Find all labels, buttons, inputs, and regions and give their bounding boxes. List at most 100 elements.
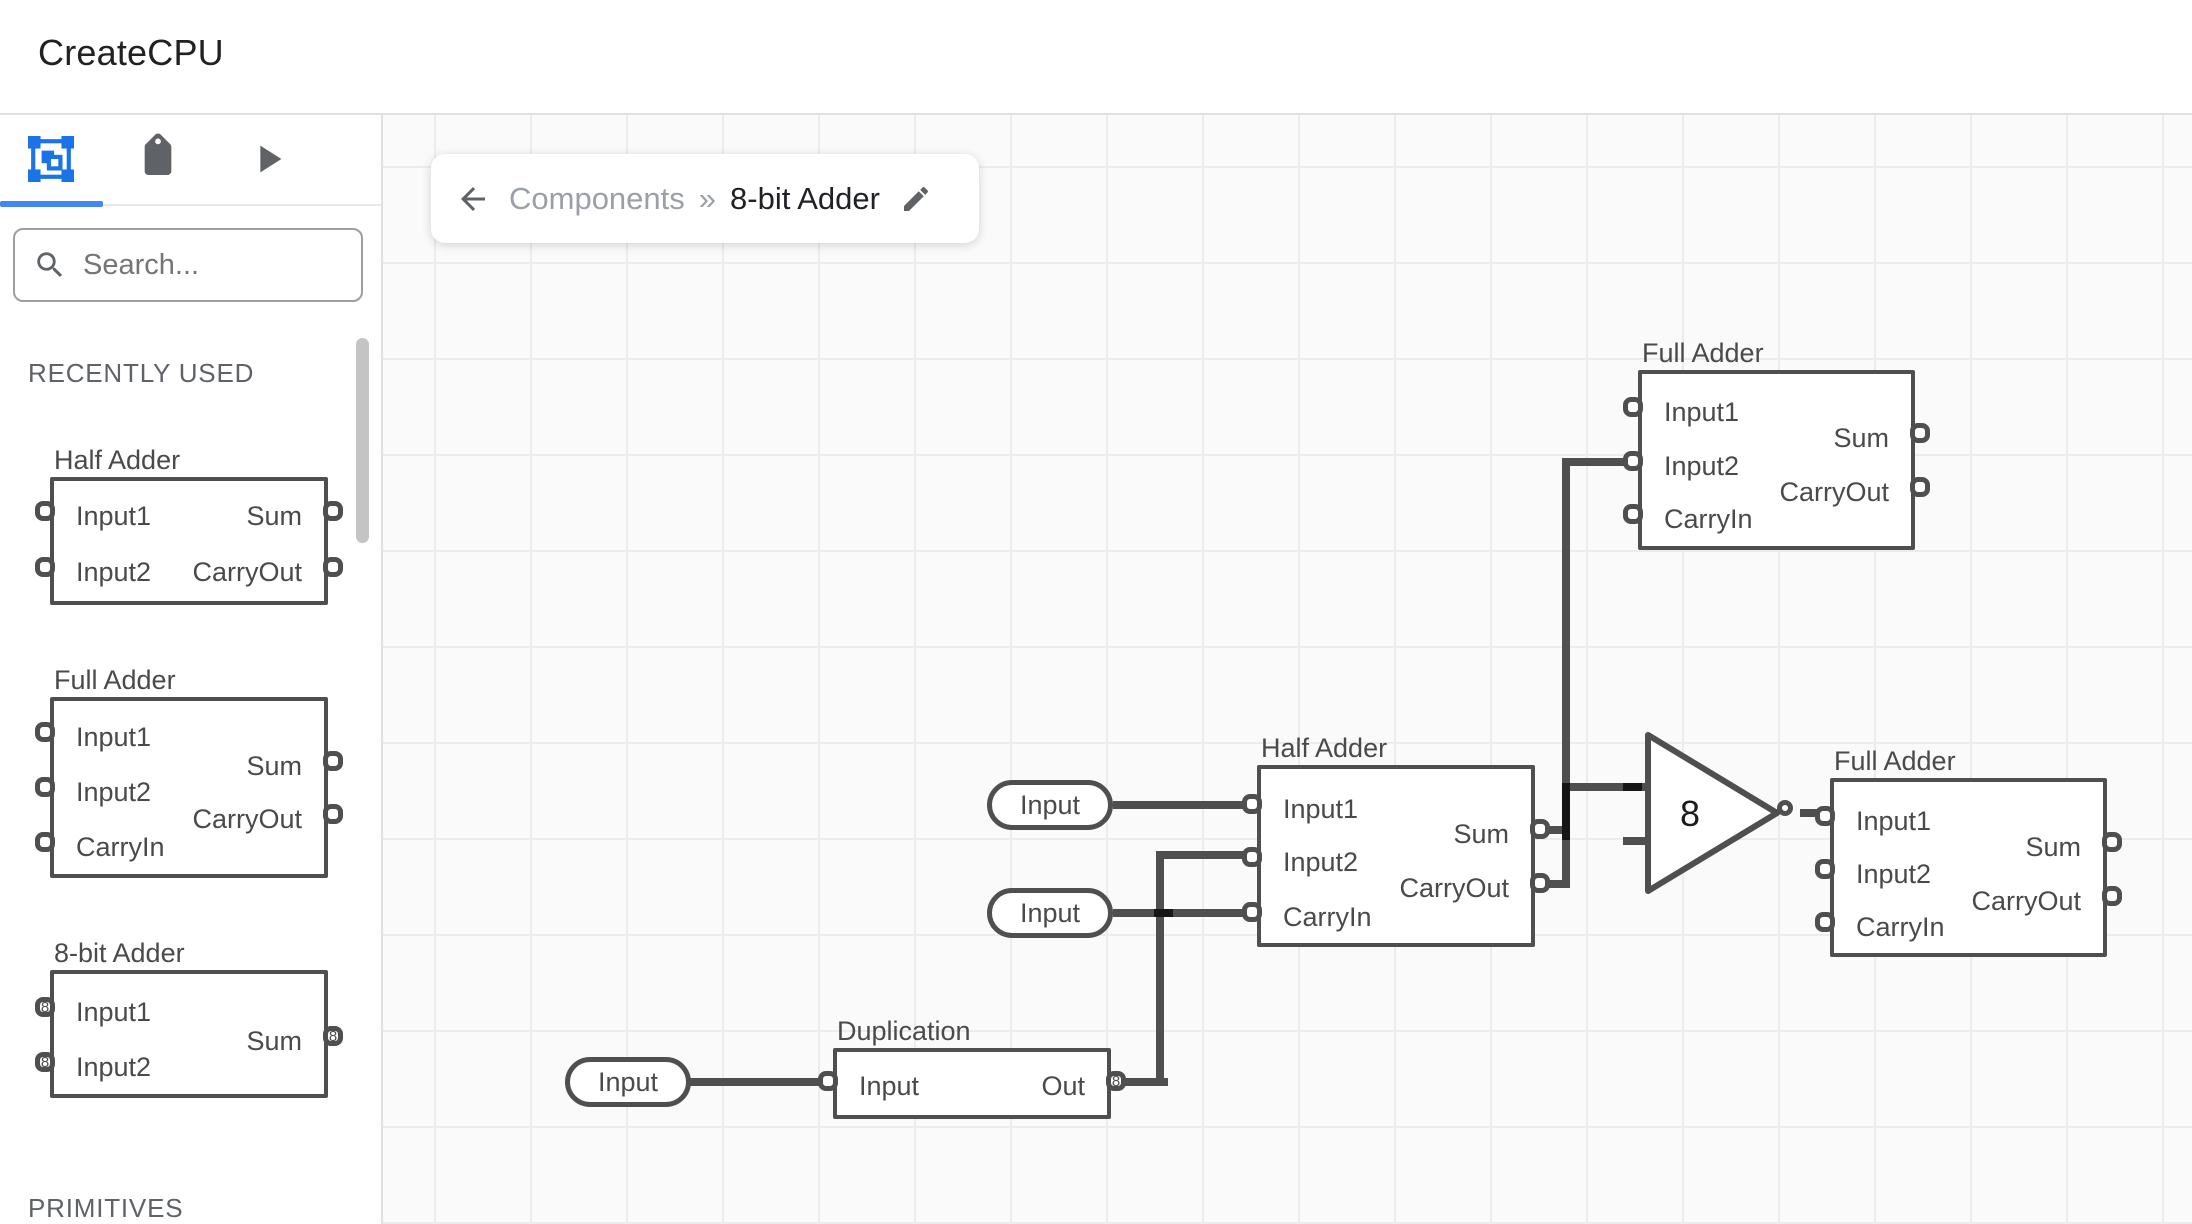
library-component-full-adder[interactable]: Full Adder Input1 Input2 CarryIn Sum Car… bbox=[35, 665, 343, 878]
bus-port-out[interactable]: 8 bbox=[1106, 1071, 1126, 1091]
port-input[interactable] bbox=[818, 1071, 838, 1091]
circuit-canvas[interactable]: Components » 8-bit Adder bbox=[383, 115, 2192, 1224]
play-icon bbox=[245, 136, 291, 187]
canvas-component-full-adder-right[interactable]: Full Adder Input1 Input2 CarryIn Sum Car… bbox=[1815, 746, 2122, 957]
back-button[interactable] bbox=[453, 179, 493, 219]
port-carryin[interactable] bbox=[1242, 902, 1262, 922]
port-carryin[interactable] bbox=[1623, 504, 1643, 524]
breadcrumb-separator: » bbox=[698, 180, 717, 216]
input-pin-label: Input bbox=[1019, 897, 1081, 928]
wire[interactable] bbox=[1113, 909, 1249, 917]
port-label: CarryIn bbox=[1283, 902, 1372, 932]
port-label: Sum bbox=[246, 751, 302, 781]
port-label: Input2 bbox=[76, 777, 152, 807]
input-pin[interactable]: Input bbox=[987, 888, 1113, 938]
port-carryout[interactable] bbox=[1910, 477, 1930, 497]
library-component-8bit-adder[interactable]: 8-bit Adder 8 8 8 Input1 Input2 Sum bbox=[35, 938, 343, 1098]
inverter-bubble bbox=[1777, 800, 1793, 816]
wire-overlap bbox=[1154, 909, 1173, 917]
component-title: Full Adder bbox=[54, 665, 176, 695]
port-input2[interactable] bbox=[1242, 847, 1262, 867]
wire[interactable] bbox=[1547, 826, 1570, 834]
port bbox=[35, 722, 55, 742]
canvas-component-duplication[interactable]: Duplication 8 Input Out bbox=[818, 1016, 1126, 1119]
port-label: CarryOut bbox=[1971, 886, 2081, 916]
port-carryin[interactable] bbox=[1815, 912, 1835, 932]
component-title: Full Adder bbox=[1642, 338, 1764, 368]
port-carryout[interactable] bbox=[2102, 886, 2122, 906]
bus-port: 8 bbox=[35, 1052, 55, 1072]
port bbox=[35, 777, 55, 797]
wire[interactable] bbox=[1113, 801, 1249, 809]
sidebar: RECENTLY USED Half Adder Input1 Input2 S… bbox=[0, 115, 383, 1224]
port-sum[interactable] bbox=[1910, 423, 1930, 443]
port-input1[interactable] bbox=[1815, 806, 1835, 826]
input-pin[interactable]: Input bbox=[565, 1057, 691, 1107]
wire[interactable] bbox=[1623, 837, 1649, 845]
component-title: Half Adder bbox=[1261, 733, 1388, 763]
port-input2[interactable] bbox=[1623, 451, 1643, 471]
port-label: Input2 bbox=[1856, 859, 1932, 889]
pencil-icon bbox=[903, 186, 928, 211]
port-label: CarryOut bbox=[1399, 873, 1509, 903]
edit-name-button[interactable] bbox=[896, 179, 936, 219]
port-label: Sum bbox=[1453, 819, 1509, 849]
section-primitives: PRIMITIVES bbox=[28, 1193, 184, 1223]
port bbox=[323, 804, 343, 824]
port-label: Out bbox=[1041, 1071, 1085, 1101]
port-label: CarryOut bbox=[1779, 477, 1889, 507]
component-title: Full Adder bbox=[1834, 746, 1956, 776]
port-label: Input2 bbox=[76, 557, 152, 587]
inverter-gate[interactable] bbox=[1641, 727, 1783, 899]
active-tab-indicator bbox=[0, 201, 103, 207]
tab-components[interactable] bbox=[27, 135, 75, 187]
port bbox=[323, 557, 343, 577]
wire[interactable] bbox=[1800, 809, 1823, 817]
tab-run[interactable] bbox=[244, 137, 292, 185]
bus-port: 8 bbox=[35, 997, 55, 1017]
port-label: Input1 bbox=[1664, 397, 1740, 427]
port-label: Sum bbox=[2025, 832, 2081, 862]
library-component-half-adder[interactable]: Half Adder Input1 Input2 Sum CarryOut bbox=[35, 445, 343, 605]
search-input[interactable] bbox=[83, 248, 323, 282]
search-box[interactable] bbox=[13, 228, 363, 302]
port-label: CarryIn bbox=[1856, 912, 1945, 942]
port-label: Input1 bbox=[1283, 794, 1359, 824]
wire[interactable] bbox=[1156, 851, 1164, 1086]
sidebar-scrollbar[interactable] bbox=[356, 338, 369, 543]
port-label: Input bbox=[859, 1071, 920, 1101]
tab-tags[interactable] bbox=[134, 132, 182, 187]
components-icon bbox=[28, 135, 74, 187]
canvas-component-half-adder[interactable]: Half Adder Input1 Input2 CarryIn Sum Car… bbox=[1242, 733, 1550, 947]
port-label: Sum bbox=[1833, 423, 1889, 453]
port-label: CarryOut bbox=[192, 804, 302, 834]
wire[interactable] bbox=[1570, 783, 1649, 791]
tag-icon bbox=[135, 132, 181, 187]
input-pin-label: Input bbox=[597, 1066, 659, 1097]
input-pin[interactable]: Input bbox=[987, 780, 1113, 830]
inverter-bus-width: 8 bbox=[1679, 793, 1701, 834]
port-label: Input2 bbox=[1664, 451, 1740, 481]
sidebar-tabs bbox=[0, 115, 381, 207]
section-recently-used: RECENTLY USED bbox=[28, 358, 255, 388]
port-input1[interactable] bbox=[1242, 794, 1262, 814]
canvas-component-full-adder-top[interactable]: Full Adder Input1 Input2 CarryIn Sum Car… bbox=[1623, 338, 1930, 550]
wire[interactable] bbox=[1547, 880, 1570, 888]
port bbox=[35, 557, 55, 577]
port-carryout[interactable] bbox=[1530, 873, 1550, 893]
wire[interactable] bbox=[1562, 458, 1629, 466]
breadcrumb-parent[interactable]: Components bbox=[509, 180, 685, 216]
port-label: Sum bbox=[246, 501, 302, 531]
port-sum[interactable] bbox=[1530, 819, 1550, 839]
wire[interactable] bbox=[1562, 458, 1570, 888]
wire[interactable] bbox=[1156, 851, 1249, 859]
port-input2[interactable] bbox=[1815, 859, 1835, 879]
port-label: Input1 bbox=[1856, 806, 1932, 836]
port bbox=[323, 501, 343, 521]
breadcrumb-current: 8-bit Adder bbox=[730, 180, 880, 216]
port-input1[interactable] bbox=[1623, 397, 1643, 417]
wire[interactable] bbox=[690, 1078, 823, 1086]
wire[interactable] bbox=[1125, 1078, 1168, 1086]
port-sum[interactable] bbox=[2102, 832, 2122, 852]
